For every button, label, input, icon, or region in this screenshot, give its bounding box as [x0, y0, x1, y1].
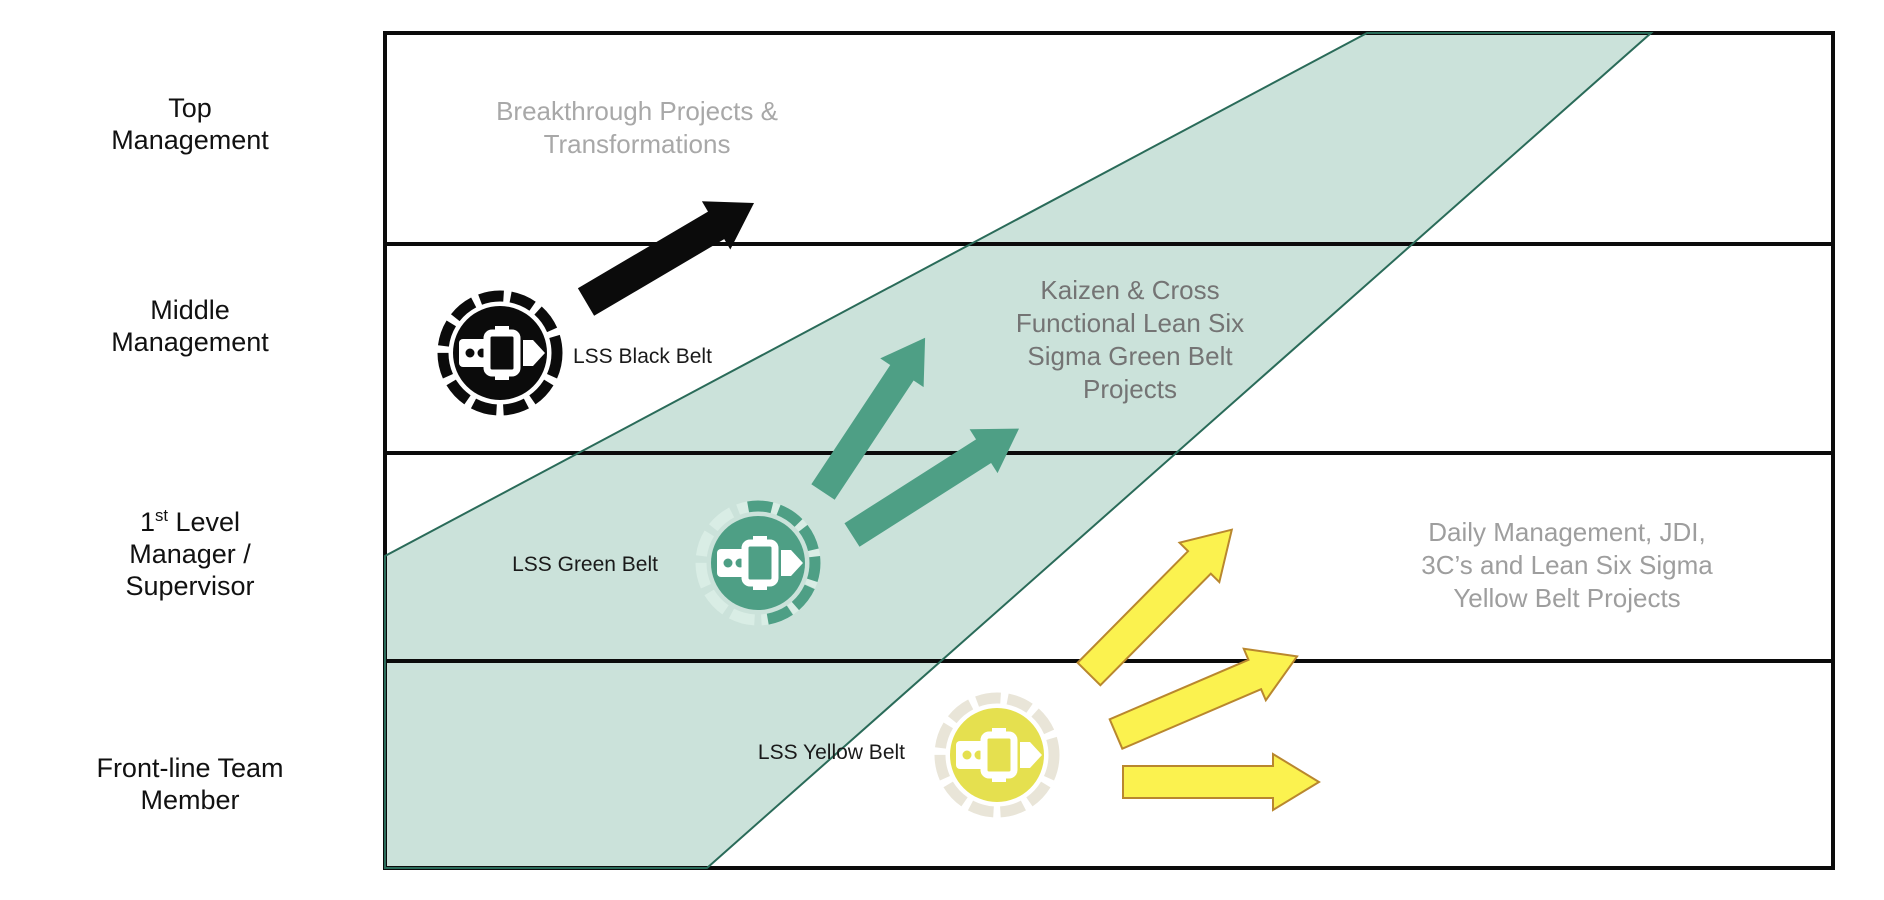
- first-level-number: 1: [139, 507, 155, 537]
- matrix-grid: [383, 31, 1835, 870]
- org-level-middle-management: Middle Management: [111, 295, 269, 357]
- yellow-belt-arrow-2-icon: [1108, 647, 1299, 751]
- green-belt-arrow-1-icon: [811, 337, 926, 500]
- lss-yellow-belt-label: LSS Yellow Belt: [757, 741, 905, 764]
- lss-black-belt-label: LSS Black Belt: [573, 345, 712, 368]
- first-level-text: Level Manager / Supervisor: [125, 507, 255, 601]
- green-belt-arrow-2-icon: [844, 428, 1019, 547]
- capability-band-outline: [384, 32, 1654, 869]
- lss-green-belt-label: LSS Green Belt: [512, 553, 658, 576]
- org-level-first-level-manager: 1st Level Manager / Supervisor: [40, 506, 340, 602]
- lss-black-belt-icon: [437, 290, 563, 416]
- yellow-belt-arrow-1-icon: [1076, 528, 1234, 687]
- kaizen-green-belt-projects-label: Kaizen & Cross Functional Lean Six Sigma…: [1015, 275, 1245, 404]
- lss-yellow-belt-icon: [934, 692, 1060, 818]
- black-belt-arrow-icon: [577, 201, 755, 316]
- yellow-belt-arrow-3-icon: [1122, 752, 1321, 812]
- daily-management-yellow-belt-projects-label: Daily Management, JDI, 3C’s and Lean Six…: [1421, 517, 1713, 613]
- org-level-frontline-team-member: Front-line Team Member: [96, 753, 284, 815]
- breakthrough-projects-label: Breakthrough Projects & Transformations: [496, 96, 778, 159]
- lss-green-belt-icon: [695, 500, 821, 626]
- grid-border: [383, 31, 1835, 870]
- first-level-ordinal-suffix: st: [154, 506, 168, 525]
- org-level-top-management: Top Management: [111, 93, 269, 155]
